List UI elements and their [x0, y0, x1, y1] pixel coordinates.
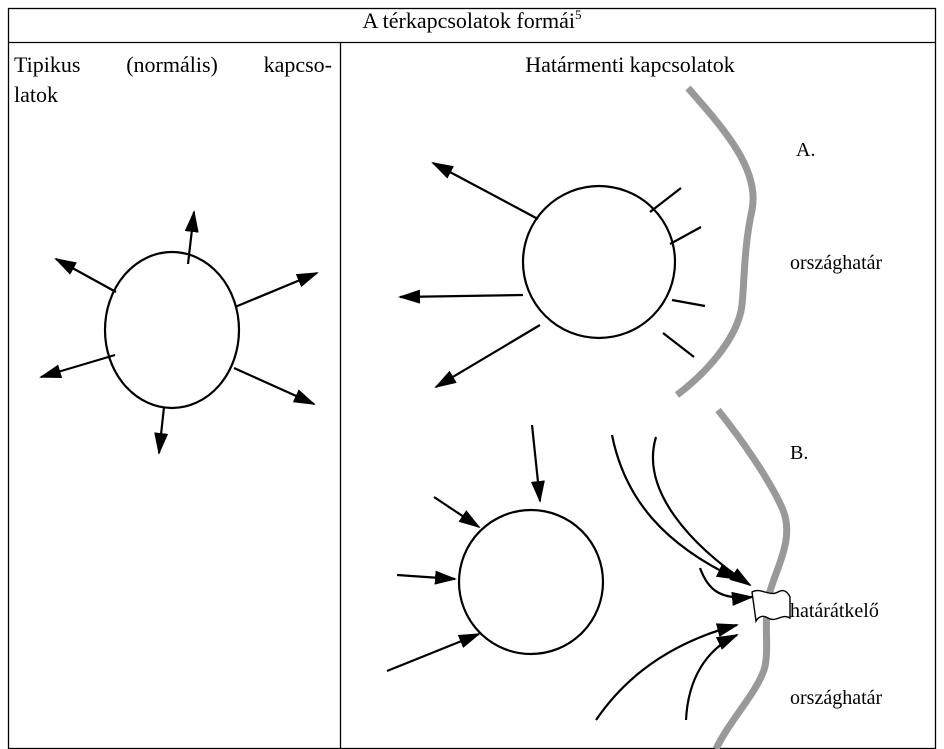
- arrow-b-top: [530, 424, 545, 503]
- arrow-a-lower-left: [434, 324, 541, 389]
- arrow-lower-right: [233, 366, 316, 406]
- left-heading-line1: Tipikus (normális) kapcso-: [14, 52, 332, 77]
- arrow-b-lower-left: [386, 632, 481, 673]
- curve-arrow-4: [595, 623, 739, 721]
- right-heading: Határmenti kapcsolatok: [525, 52, 735, 77]
- blocked-line-4: [662, 332, 695, 358]
- center-circle-b: [457, 508, 605, 656]
- arrow-lower-left: [39, 353, 116, 379]
- label-a-border: országhatár: [790, 252, 883, 274]
- title-text: A térkapcsolatok formái: [362, 8, 576, 33]
- label-crossing: határátkelő: [790, 600, 879, 622]
- typical-connections-diagram: [39, 210, 319, 455]
- arrow-a-upper-left: [431, 162, 539, 220]
- arrow-upper-left: [54, 258, 117, 293]
- arrow-upper-right: [234, 271, 319, 309]
- label-a: A.: [796, 139, 816, 161]
- border-crossing-icon: [751, 589, 791, 624]
- arrow-b-upper-left: [433, 496, 481, 529]
- curve-arrow-3: [698, 567, 754, 606]
- center-circle-a: [521, 184, 677, 340]
- arrow-a-left: [398, 289, 524, 304]
- curve-arrow-5: [684, 634, 739, 721]
- border-line-a: [674, 85, 757, 398]
- curve-arrow-2: [651, 436, 752, 587]
- label-b-border: országhatár: [790, 687, 883, 709]
- arrow-down: [154, 406, 169, 455]
- curve-arrow-1: [610, 434, 739, 580]
- border-diagram-b: [386, 424, 754, 721]
- blocked-line-2: [669, 226, 702, 245]
- border-diagram-a: [398, 162, 706, 389]
- border-line-b: [712, 407, 791, 749]
- center-circle-left: [103, 250, 241, 410]
- table-title: A térkapcsolatok formái5: [0, 8, 944, 34]
- arrow-up: [184, 210, 199, 265]
- arrow-b-left: [396, 570, 457, 585]
- label-b: B.: [790, 442, 809, 464]
- blocked-line-3: [671, 298, 706, 308]
- blocked-line-1: [649, 187, 682, 213]
- footnote-marker: 5: [575, 7, 582, 22]
- left-heading-line2: latok: [14, 82, 58, 107]
